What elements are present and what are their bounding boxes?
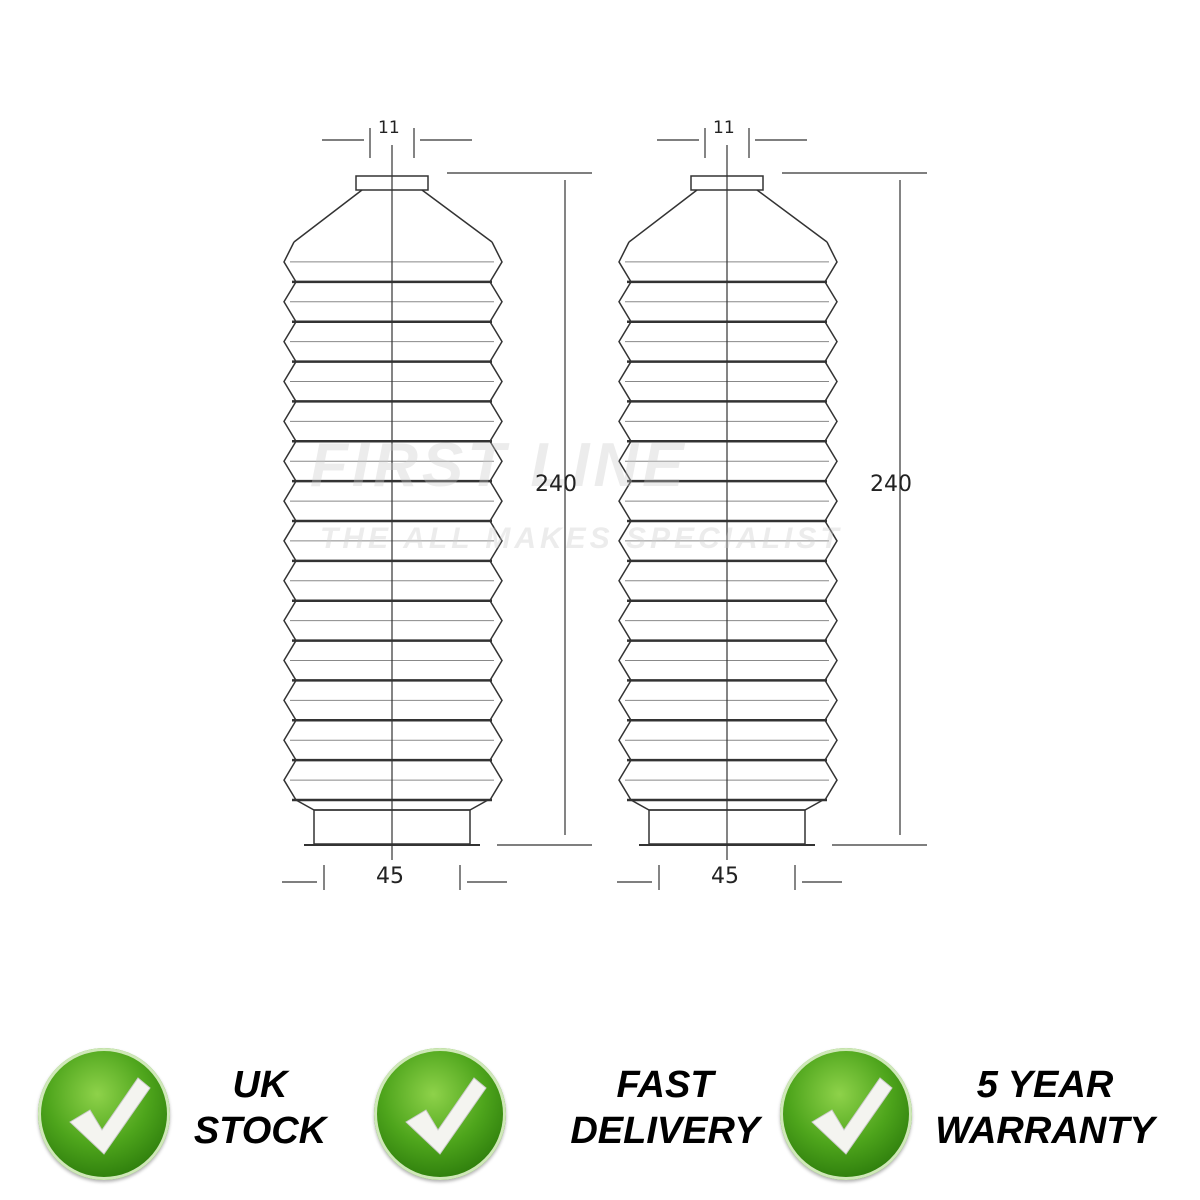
badge-fast-delivery: FAST DELIVERY [570,1062,760,1154]
check-badge-icon [374,1048,506,1180]
badge-line1: UK [232,1064,288,1106]
boot-outline [618,189,838,801]
bellows-drawing [282,128,927,890]
badge-line2: STOCK [193,1110,327,1152]
badge-line2: WARRANTY [935,1110,1155,1152]
check-badge-icon [780,1048,912,1180]
top-dimension-right: 11 [713,118,735,138]
length-dimension-left: 240 [535,472,577,497]
badge-uk-stock: UK STOCK [180,1062,340,1154]
watermark-tagline: THE ALL MAKES SPECIALIST [320,522,843,555]
watermark-brand: FIRST LINE [310,431,688,500]
bottom-dimension-right: 45 [711,864,739,889]
boot-outline [283,189,503,801]
badge-line1: 5 YEAR [976,1064,1114,1106]
bottom-dimension-left: 45 [376,864,404,889]
badge-5-year-warranty: 5 YEAR WARRANTY [915,1062,1175,1154]
check-badge-icon [38,1048,170,1180]
top-dimension-left: 11 [378,118,400,138]
length-dimension-right: 240 [870,472,912,497]
badge-line1: FAST [616,1064,714,1106]
badge-line2: DELIVERY [570,1110,760,1152]
